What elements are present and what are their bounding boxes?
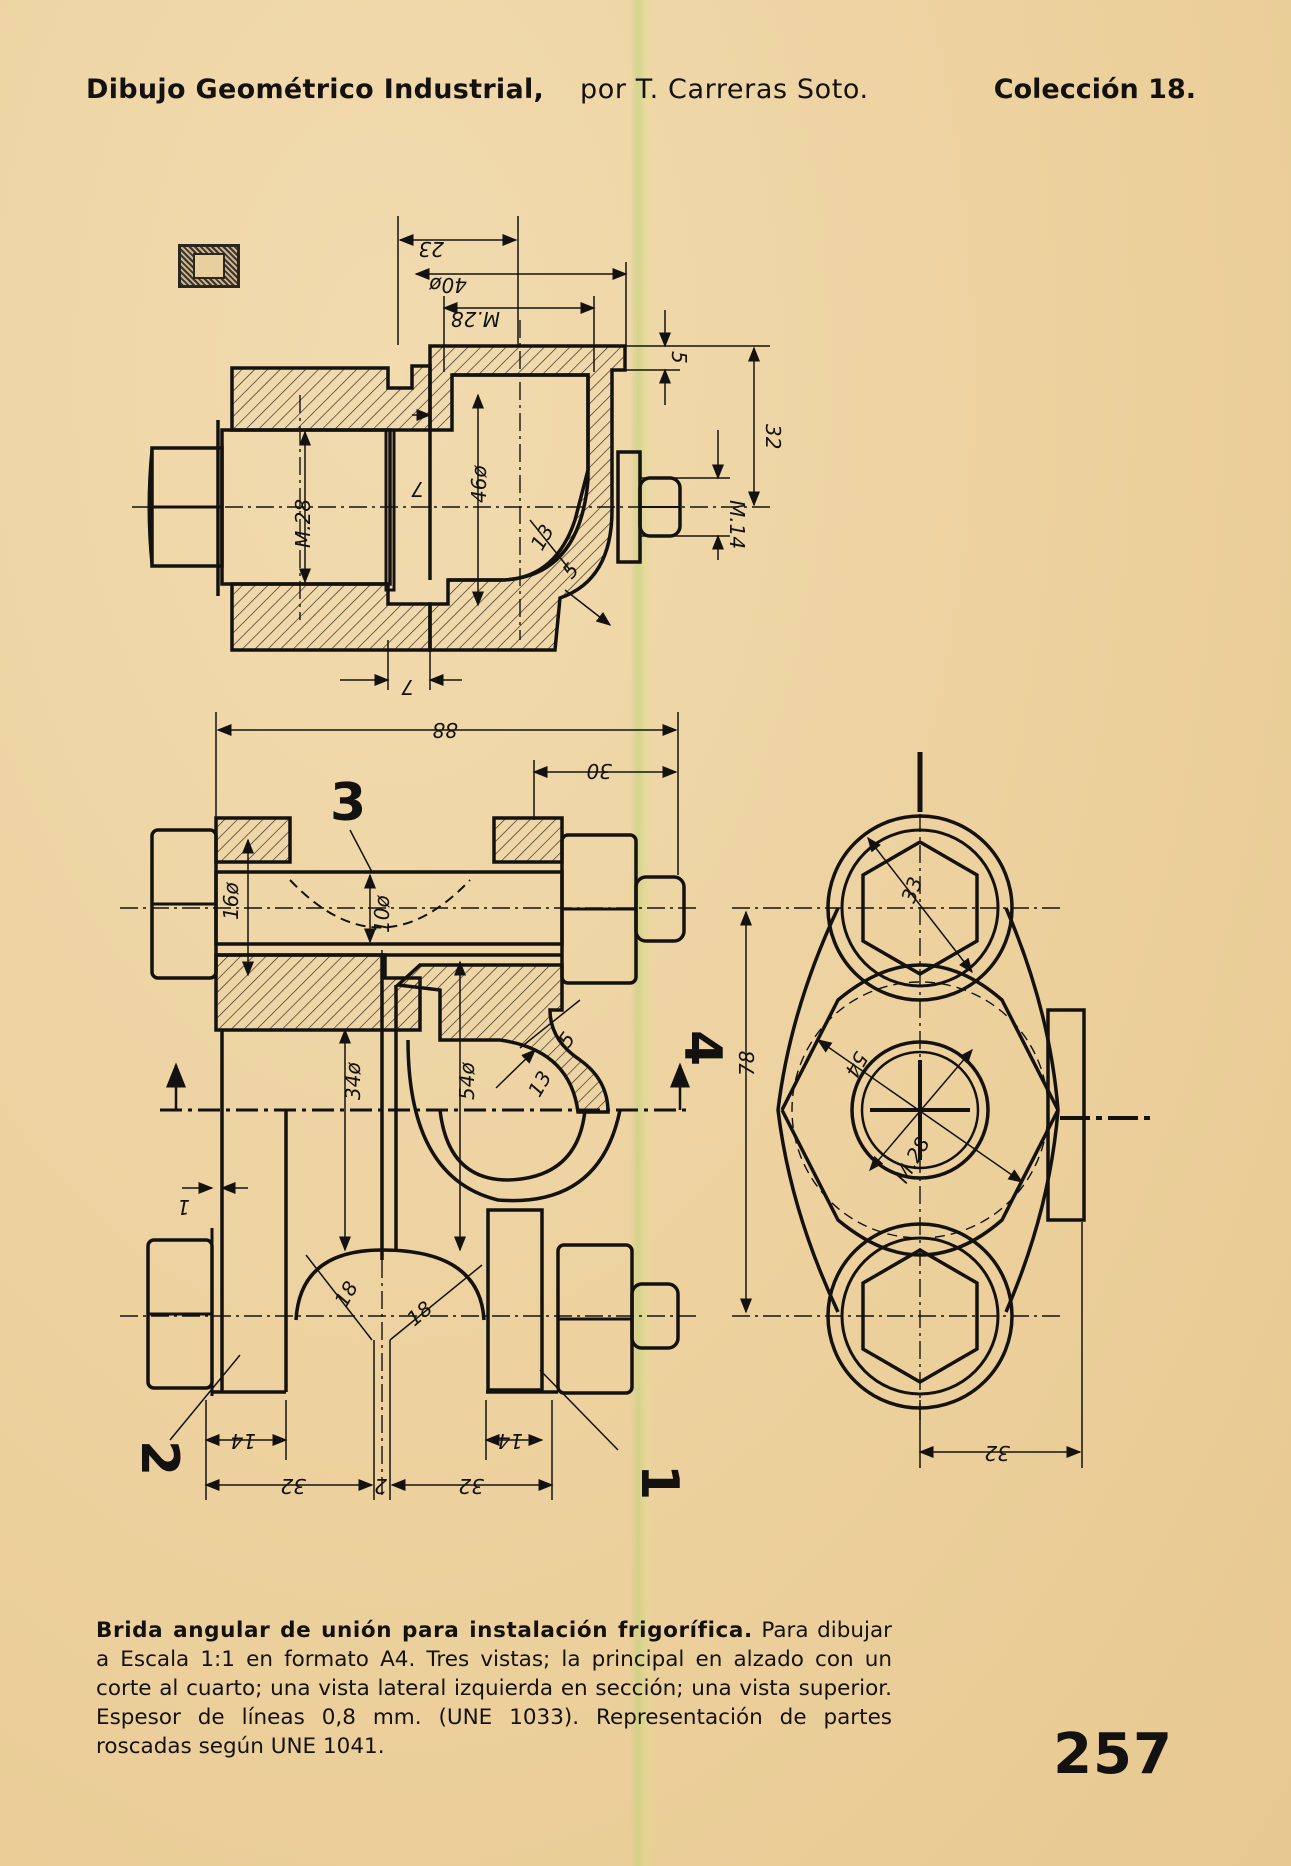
page-header: Dibujo Geométrico Industrial, por T. Car… <box>86 74 1196 110</box>
dim-32-b: 32 <box>459 1474 484 1498</box>
side-view-dimensions <box>740 836 1083 1468</box>
page-number: 257 <box>1053 1722 1173 1787</box>
dim-23: 23 <box>419 237 444 261</box>
dim-5: 5 <box>667 351 691 364</box>
dim-14-a: 14 <box>231 1429 256 1453</box>
dim-32-side: 32 <box>985 1441 1010 1465</box>
top-section-left-bottom <box>230 582 432 652</box>
top-elbow-section <box>428 344 627 652</box>
part-number-3: 3 <box>330 773 366 833</box>
front-upper-flange-right <box>492 816 564 864</box>
part-number-1: 1 <box>629 1464 689 1500</box>
front-upper-flange-left <box>214 816 292 864</box>
publisher-stamp-icon <box>178 244 240 288</box>
header-collection: Colección 18. <box>993 74 1196 105</box>
dim-14-b: 14 <box>498 1429 523 1453</box>
dim-13-front: 13 <box>523 1067 557 1101</box>
caption-title: Brida angular de unión para instalación … <box>96 1618 753 1643</box>
dim-32-a: 32 <box>281 1474 306 1498</box>
top-view-labels: 23 40ø M.28 5 32 M.14 46ø M.28 7 13 5 7 <box>291 237 785 699</box>
dim-7-a: 7 <box>411 477 424 501</box>
dim-32-right: 32 <box>761 424 785 449</box>
top-section-left <box>230 364 432 432</box>
part-number-4: 4 <box>672 1030 732 1066</box>
part-number-2: 2 <box>129 1440 189 1476</box>
header-author: por T. Carreras Soto. <box>580 74 869 105</box>
dim-2: 2 <box>374 1474 387 1498</box>
dim-54-front: 54ø <box>455 1062 479 1100</box>
dim-m14: M.14 <box>725 500 749 549</box>
front-mid-section-left <box>214 953 422 1032</box>
dim-34: 34ø <box>341 1062 365 1100</box>
dim-54-side: 54 <box>840 1048 874 1082</box>
caption: Brida angular de unión para instalación … <box>96 1616 892 1761</box>
part-numbers: 3 4 2 1 <box>129 773 732 1500</box>
dim-1: 1 <box>177 1195 190 1219</box>
dim-18-a: 18 <box>329 1277 363 1311</box>
dim-30: 30 <box>587 759 612 783</box>
dim-40: 40ø <box>429 273 467 297</box>
dim-m28-top: M.28 <box>451 307 500 331</box>
dim-78: 78 <box>735 1051 759 1076</box>
front-view <box>120 816 700 1500</box>
dim-10: 10ø <box>370 895 394 933</box>
dim-88: 88 <box>433 718 458 742</box>
caption-body: Para dibujar a Escala 1:1 en formato A4.… <box>96 1618 892 1759</box>
dim-46: 46ø <box>467 465 491 503</box>
dim-16: 16ø <box>219 882 243 920</box>
front-mid-section-right <box>393 963 610 1114</box>
top-view-dimensions <box>299 216 770 690</box>
header-title: Dibujo Geométrico Industrial, <box>86 74 545 105</box>
dim-33: 33 <box>896 874 927 906</box>
dim-m28-side: M.28 <box>291 499 315 548</box>
dim-7-b: 7 <box>401 675 414 699</box>
front-view-dimensions <box>169 712 679 1500</box>
